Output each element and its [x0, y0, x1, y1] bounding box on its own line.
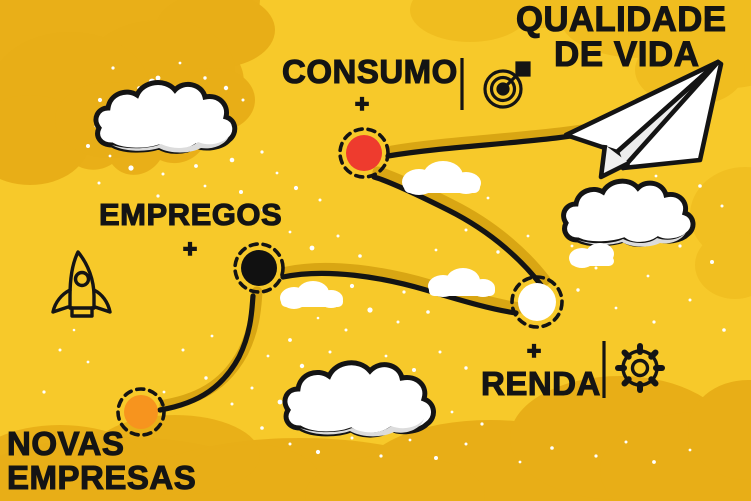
label-empregos: EMPREGOS [98, 197, 283, 232]
cloud-near-consumo [402, 161, 481, 195]
cloud-bottom-center [282, 360, 436, 438]
node-novas-empresas-ring [116, 387, 166, 437]
amber-blob-right [690, 167, 751, 299]
plus-sign-consumo: + [354, 91, 370, 118]
plus-sign-renda: + [526, 338, 542, 365]
label-empresas: EMPRESAS [6, 459, 197, 496]
label-renda: RENDA [480, 365, 601, 402]
node-renda-ring [510, 275, 564, 329]
gear-icon [615, 343, 665, 393]
node-empregos-ring [233, 242, 285, 294]
cloud-near-empregos [280, 281, 343, 309]
label-de-vida: DE VIDA [553, 35, 700, 74]
rocket-icon [51, 250, 112, 318]
node-consumo-dot [346, 135, 382, 171]
node-empregos[interactable] [233, 242, 285, 294]
node-novas-empresas[interactable] [116, 387, 166, 437]
node-empregos-dot [241, 250, 277, 286]
cloud-near-renda [428, 268, 495, 297]
label-novas: NOVAS [6, 425, 125, 462]
paper-plane-icon [563, 59, 724, 180]
cloud-top-left [93, 80, 238, 154]
node-renda[interactable] [510, 275, 564, 329]
node-renda-dot [518, 283, 556, 321]
target-icon [483, 61, 531, 109]
cloud-right [561, 178, 696, 247]
label-qualidade: QUALIDADE [515, 0, 727, 39]
node-consumo-ring [338, 127, 390, 179]
label-consumo: CONSUMO [281, 53, 458, 90]
plus-sign-empregos: + [182, 236, 198, 263]
node-novas-empresas-dot [124, 395, 158, 429]
cloud-small-upper-right [569, 243, 614, 268]
node-consumo[interactable] [338, 127, 390, 179]
